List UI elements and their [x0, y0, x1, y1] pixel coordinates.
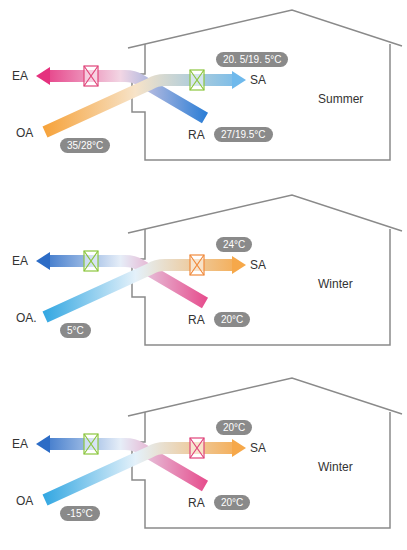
flow-label: OA [16, 126, 33, 140]
filter-box [84, 434, 98, 454]
arrow-head [232, 439, 246, 457]
arrow-head [36, 252, 50, 270]
temperature-pill: -15°C [60, 506, 100, 521]
flow-label: OA [16, 494, 33, 508]
summer-panel [36, 10, 402, 160]
flow-label: OA. [16, 311, 37, 325]
flow-label: RA [188, 313, 205, 327]
arrow-head [232, 71, 246, 89]
filter-box [190, 255, 204, 275]
temperature-pill: 35/28°C [60, 138, 110, 153]
temperature-pill: 20°C [216, 420, 252, 435]
temperature-pill: 5°C [60, 323, 91, 338]
season-label: Summer [318, 92, 363, 106]
temperature-text: 24°C [223, 239, 245, 250]
arrow-head [36, 435, 50, 453]
roof-line [128, 10, 402, 48]
flow-label: SA [250, 73, 266, 87]
filter-box [84, 251, 98, 271]
season-label: Winter [318, 460, 353, 474]
temperature-pill: 20. 5/19. 5°C [216, 52, 288, 67]
flow-label: SA [250, 441, 266, 455]
flow-label: RA [188, 128, 205, 142]
roof-line [128, 195, 402, 233]
temperature-pill: 20°C [214, 312, 250, 327]
temperature-text: 5°C [67, 325, 84, 336]
filter-box [190, 70, 204, 90]
filter-box [84, 66, 98, 86]
winter-panel [36, 195, 402, 345]
filter-box [190, 438, 204, 458]
temperature-text: 35/28°C [67, 140, 103, 151]
flow-label: EA [12, 69, 28, 83]
winter-panel [36, 378, 402, 528]
flow-label: EA [12, 437, 28, 451]
season-label: Winter [318, 277, 353, 291]
arrow-head [232, 256, 246, 274]
temperature-text: 20°C [221, 497, 243, 508]
temperature-pill: 27/19.5°C [214, 127, 273, 142]
flow-label: EA [12, 254, 28, 268]
flow-label: SA [250, 258, 266, 272]
temperature-text: -15°C [67, 508, 93, 519]
temperature-pill: 20°C [214, 495, 250, 510]
temperature-text: 27/19.5°C [221, 129, 266, 140]
temperature-text: 20°C [223, 422, 245, 433]
roof-line [128, 378, 402, 416]
arrow-head [36, 67, 50, 85]
temperature-pill: 24°C [216, 237, 252, 252]
flow-label: RA [188, 496, 205, 510]
temperature-text: 20. 5/19. 5°C [223, 54, 281, 65]
temperature-text: 20°C [221, 314, 243, 325]
